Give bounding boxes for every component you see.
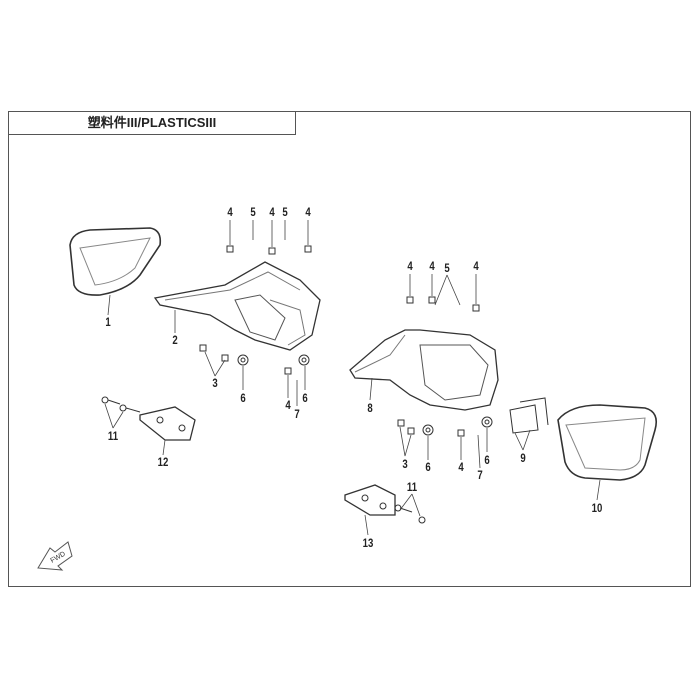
- callout-3: 3: [402, 457, 408, 471]
- callout-6: 6: [484, 453, 490, 467]
- callout-6: 6: [302, 391, 308, 405]
- callout-4: 4: [305, 205, 311, 219]
- callout-4: 4: [407, 259, 413, 273]
- part-13-bracket: [344, 484, 396, 516]
- part-10-right-cover: [557, 404, 658, 481]
- callout-4: 4: [269, 205, 275, 219]
- callout-1: 1: [105, 315, 111, 329]
- callout-4: 4: [285, 398, 291, 412]
- part-12-bracket: [139, 406, 196, 441]
- svg-text:FWD: FWD: [50, 551, 67, 565]
- part-8-right-panel: [349, 329, 499, 411]
- drawing-frame: [8, 111, 691, 587]
- callout-5: 5: [444, 261, 450, 275]
- part-6-grommets: [237, 354, 493, 436]
- callout-2: 2: [172, 333, 178, 347]
- callout-7: 7: [294, 407, 300, 421]
- callout-4: 4: [429, 259, 435, 273]
- callout-13: 13: [362, 536, 374, 550]
- callout-7: 7: [477, 468, 483, 482]
- callout-11: 11: [406, 480, 418, 494]
- part-11-screws: [101, 396, 426, 524]
- part-2-left-panel: [153, 261, 321, 351]
- callout-10: 10: [591, 501, 603, 515]
- callout-5: 5: [282, 205, 288, 219]
- callout-11: 11: [107, 429, 119, 443]
- callout-4: 4: [227, 205, 233, 219]
- callout-5: 5: [250, 205, 256, 219]
- callout-6: 6: [240, 391, 246, 405]
- fwd-arrow-icon: FWD: [37, 541, 73, 571]
- part-4-clips: [199, 245, 480, 437]
- callout-12: 12: [157, 455, 169, 469]
- diagram-title: 塑料件III/PLASTICSIII: [8, 111, 296, 135]
- part-9-pads: [509, 397, 549, 434]
- part-1-left-cover: [69, 227, 162, 296]
- leader-lines: [104, 220, 601, 536]
- callout-9: 9: [520, 451, 526, 465]
- callout-3: 3: [212, 376, 218, 390]
- callout-6: 6: [425, 460, 431, 474]
- callout-8: 8: [367, 401, 373, 415]
- callout-4: 4: [458, 460, 464, 474]
- callout-4: 4: [473, 259, 479, 273]
